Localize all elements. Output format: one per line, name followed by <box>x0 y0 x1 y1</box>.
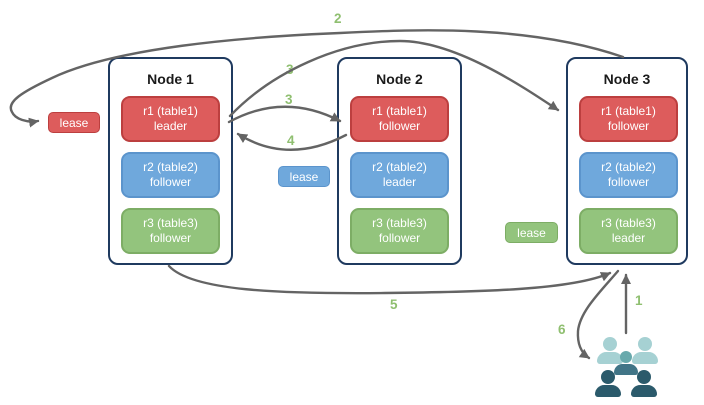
step-label-2: 2 <box>334 11 342 26</box>
lease-label: lease <box>289 169 319 184</box>
range-name: r1 (table1) <box>143 104 198 118</box>
person-icon <box>632 337 658 364</box>
node-2-box: Node 2 r1 (table1) follower r2 (table2) … <box>337 57 462 265</box>
range-role: leader <box>382 175 417 189</box>
range-name: r2 (table2) <box>372 160 427 174</box>
node1-r3-follower-box: r3 (table3) follower <box>121 208 220 254</box>
range-role: follower <box>149 175 192 189</box>
person-body <box>631 385 657 397</box>
range-name: r2 (table2) <box>601 160 656 174</box>
range-name: r3 (table3) <box>143 216 198 230</box>
step-label-6: 6 <box>558 322 566 337</box>
person-head <box>637 370 651 384</box>
range-name: r1 (table1) <box>372 104 427 118</box>
person-body <box>597 352 623 364</box>
node-2-title: Node 2 <box>376 71 423 87</box>
arrow-step2 <box>9 29 625 128</box>
node3-r3-leader-box: r3 (table3) leader <box>579 208 678 254</box>
lease-tag-r3: lease <box>505 222 558 243</box>
step-label-3b: 3 <box>285 92 293 107</box>
lease-label: lease <box>517 225 546 240</box>
node2-r1-follower-box: r1 (table1) follower <box>350 96 449 142</box>
node2-r3-follower-box: r3 (table3) follower <box>350 208 449 254</box>
person-head <box>620 351 632 363</box>
person-body <box>595 385 621 397</box>
node-3-box: Node 3 r1 (table1) follower r2 (table2) … <box>566 57 688 265</box>
arrow-step5 <box>167 264 612 295</box>
arrow-step3-to-node3 <box>228 39 560 118</box>
node-1-title: Node 1 <box>147 71 194 87</box>
person-icon <box>595 370 621 397</box>
range-role: follower <box>607 175 650 189</box>
node1-r2-follower-box: r2 (table2) follower <box>121 152 220 198</box>
node2-r2-leader-box: r2 (table2) leader <box>350 152 449 198</box>
range-name: r2 (table2) <box>143 160 198 174</box>
node3-r2-follower-box: r2 (table2) follower <box>579 152 678 198</box>
range-role: leader <box>153 119 188 133</box>
step-label-5: 5 <box>390 297 398 312</box>
arrow-step3-to-node2 <box>227 105 342 124</box>
person-icon <box>614 351 638 375</box>
person-icon <box>631 370 657 397</box>
range-role: follower <box>378 231 421 245</box>
node3-r1-follower-box: r1 (table1) follower <box>579 96 678 142</box>
range-role: follower <box>378 119 421 133</box>
person-body <box>614 364 638 375</box>
lease-tag-r1: lease <box>48 112 100 133</box>
person-body <box>632 352 658 364</box>
range-role: follower <box>149 231 192 245</box>
person-icon <box>597 337 623 364</box>
person-head <box>601 370 615 384</box>
step-label-3a: 3 <box>286 62 294 77</box>
person-head <box>638 337 652 351</box>
person-head <box>603 337 617 351</box>
arrow-step4 <box>236 132 348 151</box>
range-name: r1 (table1) <box>601 104 656 118</box>
node1-r1-leader-box: r1 (table1) leader <box>121 96 220 142</box>
range-name: r3 (table3) <box>601 216 656 230</box>
range-name: r3 (table3) <box>372 216 427 230</box>
step-label-4: 4 <box>287 133 295 148</box>
step-label-1: 1 <box>635 293 643 308</box>
node-1-box: Node 1 r1 (table1) leader r2 (table2) fo… <box>108 57 233 265</box>
node-3-title: Node 3 <box>603 71 651 87</box>
lease-label: lease <box>59 115 89 130</box>
lease-tag-r2: lease <box>278 166 330 187</box>
range-role: follower <box>607 119 650 133</box>
arrow-step6 <box>576 269 620 360</box>
range-role: leader <box>611 231 646 245</box>
